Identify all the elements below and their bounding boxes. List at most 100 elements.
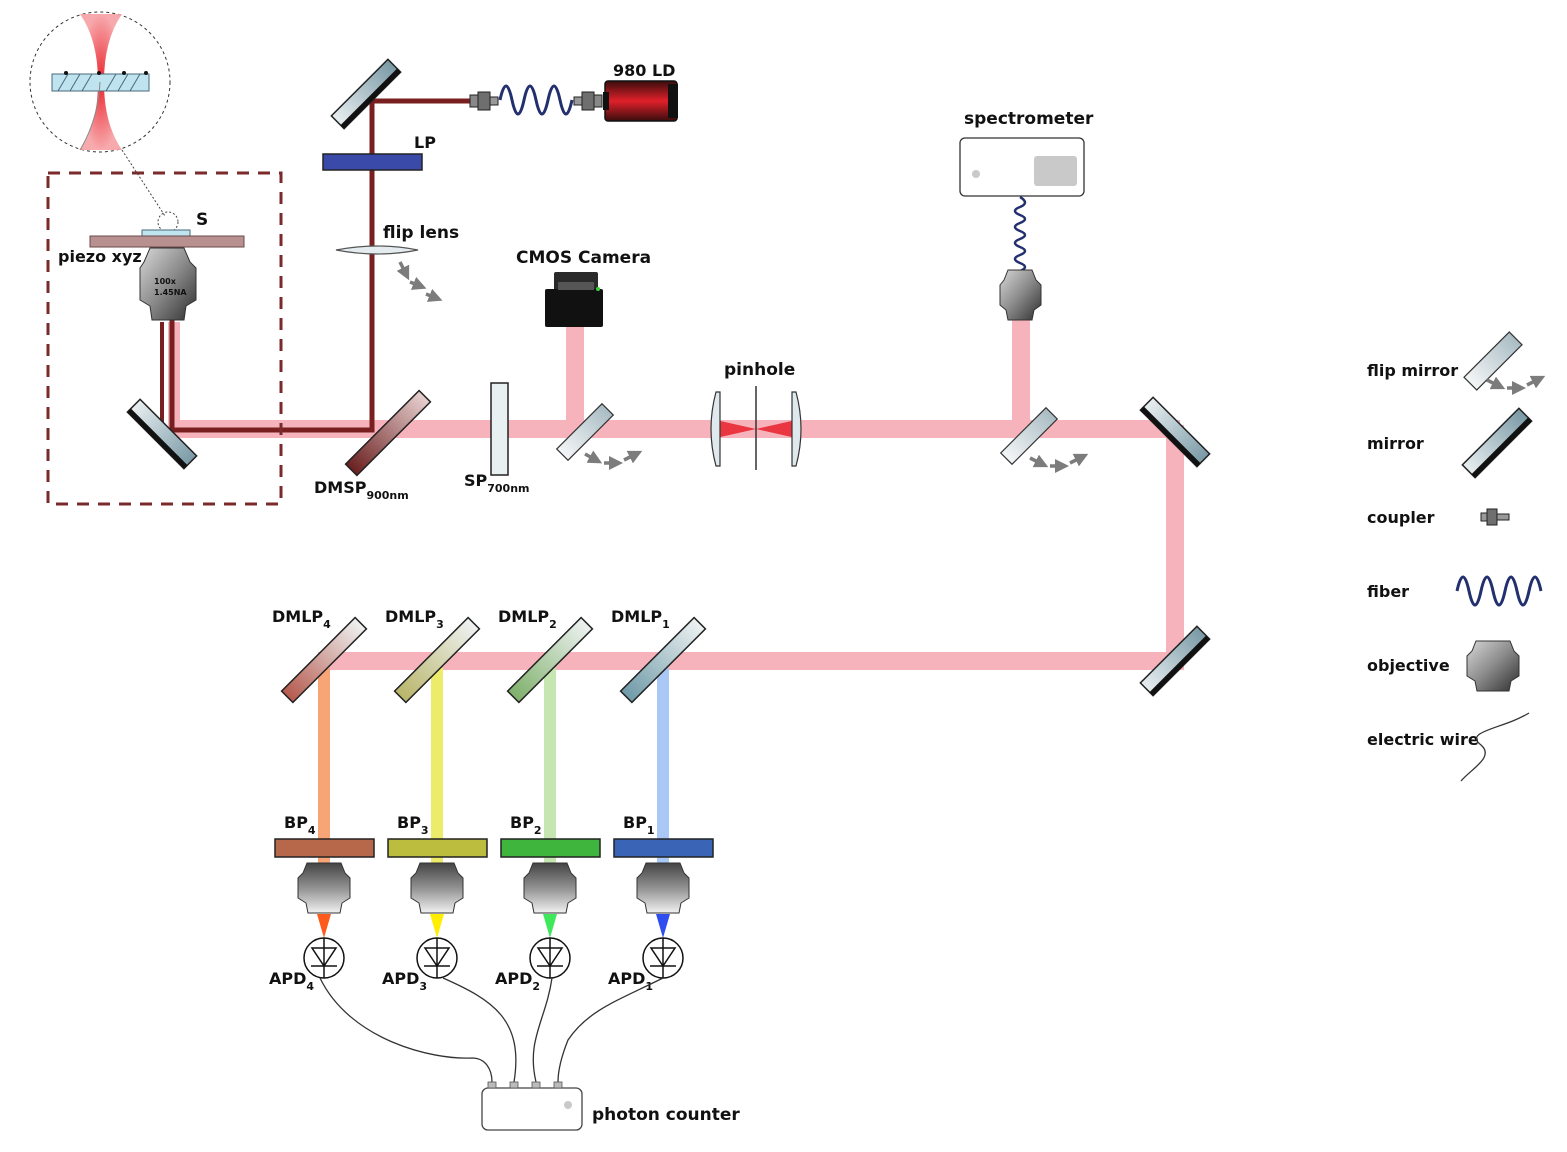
- focus-tip: [543, 914, 557, 938]
- detection-channels: DMLP4BP4APD4DMLP3BP3APD3DMLP2BP2APD2DMLP…: [269, 607, 714, 993]
- flip-mirror-icon: [1463, 331, 1546, 395]
- focus-tip: [430, 914, 444, 938]
- bp-label: BP2: [510, 813, 542, 837]
- legend-label: electric wire: [1367, 730, 1479, 749]
- apd-detector: [416, 937, 458, 979]
- channel-beam: [544, 668, 556, 858]
- flip-mirror-spectrometer: [999, 406, 1089, 473]
- spectrometer: [959, 137, 1085, 197]
- flip-lens-label: flip lens: [383, 223, 459, 243]
- flip-mirror-cmos: [555, 402, 643, 470]
- legend-label: fiber: [1367, 582, 1409, 601]
- dmsp-dichroic-mirror: [344, 389, 432, 477]
- legend: flip mirror mirror coupler fiber objective el…: [1367, 331, 1546, 782]
- apd-label: APD3: [382, 969, 427, 993]
- pinhole-label: pinhole: [724, 360, 795, 380]
- electric-wire: [557, 977, 664, 1083]
- apd-label: APD4: [269, 969, 314, 993]
- objective-magnification: 100x: [154, 277, 177, 286]
- channel-beam-tail: [431, 857, 443, 865]
- piezo-stage: [89, 229, 245, 248]
- mirror-sample-corner: [126, 398, 198, 470]
- cmos-camera: [545, 272, 603, 327]
- pinhole-focus: [716, 420, 796, 438]
- spectrometer-objective: [999, 269, 1042, 321]
- detector-objective: [410, 862, 464, 914]
- bp-label: BP3: [397, 813, 429, 837]
- focus-tip: [656, 914, 670, 938]
- detector-objective: [297, 862, 351, 914]
- bp-label: BP4: [284, 813, 316, 837]
- apd-label: APD2: [495, 969, 540, 993]
- fiber-icon: [1455, 575, 1543, 607]
- laser-diode-label: 980 LD: [613, 61, 675, 80]
- sample-zoom-inset: [29, 11, 179, 233]
- coupler-left: [469, 91, 499, 111]
- dmlp-mirror: [619, 616, 707, 704]
- legend-item-fiber: fiber: [1367, 575, 1543, 607]
- channel-beam: [431, 668, 443, 858]
- bp-filter: [274, 838, 375, 858]
- channel-beam-tail: [318, 857, 330, 865]
- laser-fiber: [498, 84, 574, 116]
- dmlp-label: DMLP3: [385, 607, 444, 631]
- objective-icon: [1466, 640, 1520, 692]
- bp-filter: [613, 838, 714, 858]
- detector-objective: [523, 862, 577, 914]
- lp-label: LP: [414, 133, 436, 152]
- mirror-icon: [1461, 407, 1533, 479]
- dmlp-mirror: [506, 616, 594, 704]
- lp-filter: [322, 153, 423, 171]
- sample-stage-box: [46, 171, 283, 506]
- legend-label: flip mirror: [1367, 361, 1458, 380]
- coupler-icon: [1480, 508, 1510, 526]
- pinhole-assembly: [710, 386, 802, 470]
- photon-counter: [481, 1081, 583, 1131]
- electric-wire: [442, 977, 517, 1083]
- dmlp-mirror: [280, 616, 368, 704]
- apd-detector: [529, 937, 571, 979]
- piezo-label: piezo xyz: [58, 247, 142, 266]
- legend-label: coupler: [1367, 508, 1435, 527]
- dmlp-label: DMLP2: [498, 607, 557, 631]
- apd-detector: [303, 937, 345, 979]
- photon-counter-label: photon counter: [592, 1105, 740, 1125]
- sp-filter: [490, 382, 509, 476]
- bp-filter: [387, 838, 488, 858]
- legend-label: objective: [1367, 656, 1450, 675]
- coupler-right: [573, 91, 603, 111]
- bp-label: BP1: [623, 813, 655, 837]
- sample-label: S: [196, 210, 208, 230]
- channel-beam-tail: [544, 857, 556, 865]
- dmlp-label: DMLP1: [611, 607, 670, 631]
- dmlp-mirror: [393, 616, 481, 704]
- apd-detector: [642, 937, 684, 979]
- detector-objective: [636, 862, 690, 914]
- bp-filter: [500, 838, 601, 858]
- sample-objective: 100x 1.45NA: [139, 247, 197, 321]
- dmsp-label: DMSP900nm: [314, 478, 409, 502]
- electric-wire-icon: [1460, 712, 1530, 782]
- excitation-laser-path: [160, 98, 470, 433]
- flip-lens: [335, 245, 443, 302]
- cmos-label: CMOS Camera: [516, 248, 651, 268]
- objective-na: 1.45NA: [154, 288, 187, 297]
- legend-item-mirror: mirror: [1367, 407, 1533, 479]
- electric-wire: [532, 977, 553, 1083]
- legend-item-objective: objective: [1367, 640, 1520, 692]
- legend-item-electric-wire: electric wire: [1367, 712, 1530, 782]
- spectrometer-label: spectrometer: [964, 109, 1094, 129]
- laser-diode: [603, 80, 678, 122]
- electric-wire: [319, 977, 493, 1083]
- mirror-right-lower: [1139, 625, 1211, 697]
- channel-beam: [318, 668, 330, 858]
- mirror-top-laser: [330, 58, 402, 130]
- legend-label: mirror: [1367, 434, 1424, 453]
- channel-beams: [318, 668, 669, 865]
